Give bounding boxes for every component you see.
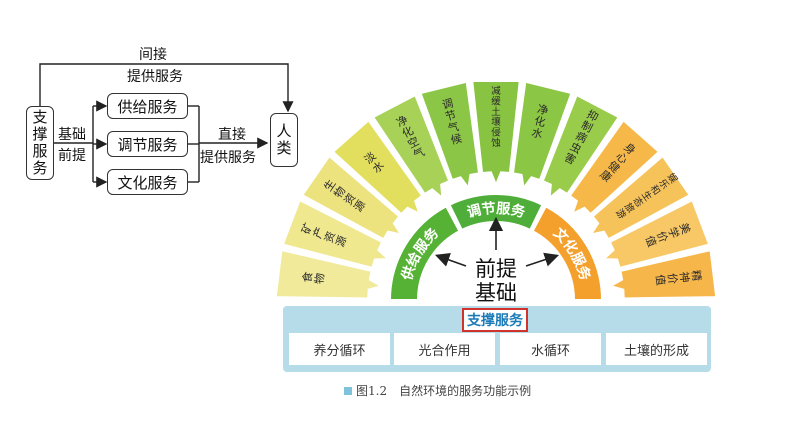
service-petal [589, 155, 691, 240]
direct-label-bottom: 提供服务 [200, 150, 256, 166]
service-petal [542, 94, 620, 200]
service-petal-label: 净化水 [530, 101, 550, 141]
indirect-label-top: 间接 [139, 47, 167, 63]
service-arc [388, 205, 461, 301]
support-services-title: 支撑服务 [462, 308, 528, 332]
service-petal [332, 119, 423, 215]
direct-label-top: 直接 [218, 127, 246, 143]
center-label-line1: 前提 [475, 257, 517, 281]
service-petal [569, 119, 660, 215]
service-petal-label: 矿产资源 [299, 221, 349, 249]
photosynthesis-box: 光合作用 [394, 333, 495, 365]
caption-marker [344, 387, 352, 395]
provisioning-node: 供给服务 [107, 93, 188, 119]
basis-label-bottom: 前提 [58, 148, 86, 164]
service-petal [301, 155, 403, 240]
service-petal-label: 精神价值 [653, 269, 703, 286]
service-petal [609, 249, 717, 299]
service-petal [419, 81, 480, 190]
service-petal [512, 81, 573, 190]
arrow-to-cultural [525, 252, 560, 267]
service-petal-label: 调节气候 [441, 97, 463, 147]
arrow-to-provisioning [434, 252, 467, 267]
figure-caption-text: 图1.2 自然环境的服务功能示例 [356, 384, 532, 398]
service-arc [448, 193, 544, 232]
service-petal [602, 199, 710, 269]
service-petal-label: 美学价值 [643, 221, 693, 249]
indirect-label-bottom: 提供服务 [127, 69, 183, 85]
service-petal [372, 94, 450, 200]
human-node: 人类 [270, 113, 298, 167]
cultural-node: 文化服务 [107, 169, 188, 195]
service-petal-label: 食物 [300, 271, 327, 285]
service-arc [531, 205, 604, 301]
regulating-node-label: 调节服务 [117, 135, 178, 154]
basis-label-top: 基础 [58, 127, 86, 143]
flow-connectors [39, 63, 294, 188]
cultural-node-label: 文化服务 [117, 173, 178, 192]
service-petal [282, 199, 390, 269]
provisioning-node-label: 供给服务 [117, 97, 178, 116]
center-label-line2: 基础 [475, 281, 517, 305]
water-cycle-box: 水循环 [500, 333, 601, 365]
regulating-node: 调节服务 [107, 131, 188, 157]
service-petal [471, 80, 521, 186]
support-node-label: 支撑服务 [30, 109, 49, 177]
support-node: 支撑服务 [26, 106, 54, 180]
human-node-label: 人类 [274, 123, 293, 157]
soil-formation-box: 土壤的形成 [606, 333, 707, 365]
nutrient-cycle-box: 养分循环 [289, 333, 390, 365]
service-petal [275, 249, 383, 299]
figure-caption: 图1.2 自然环境的服务功能示例 [344, 382, 531, 399]
service-petal-label: 减缓土壤侵蚀 [491, 85, 501, 149]
